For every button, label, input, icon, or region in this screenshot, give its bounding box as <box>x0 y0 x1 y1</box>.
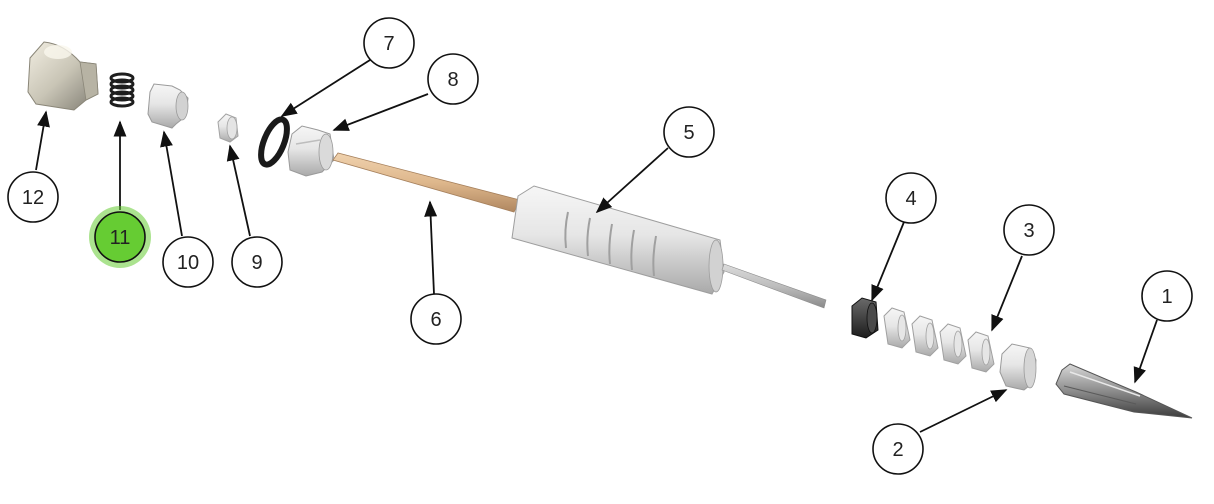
callout-8-circle <box>427 53 479 105</box>
callout-5-label: 5 <box>683 122 694 144</box>
leader-3 <box>991 255 1023 332</box>
callout-6-label: 6 <box>430 309 441 331</box>
part-5-body <box>511 185 827 309</box>
leader-6 <box>424 200 438 295</box>
callout-2: 2 <box>872 423 924 475</box>
callout-7-circle <box>363 17 415 69</box>
leader-5 <box>595 147 669 214</box>
callout-12-label: 12 <box>22 187 44 209</box>
callout-1-label: 1 <box>1161 286 1172 308</box>
leader-2 <box>919 389 1008 433</box>
callout-9-label: 9 <box>251 252 262 274</box>
leader-4 <box>871 221 905 302</box>
callout-7: 7 <box>363 17 415 69</box>
part-2-nozzle-nut <box>999 343 1037 391</box>
callout-2-circle <box>872 423 924 475</box>
callout-1: 1 <box>1141 270 1193 322</box>
callout-9-circle <box>231 236 283 288</box>
callout-3: 3 <box>1003 204 1055 256</box>
callout-10-circle <box>162 236 214 288</box>
callout-12: 12 <box>7 171 59 223</box>
leader-lines <box>35 59 1158 433</box>
part-3-washer-stack <box>883 307 995 373</box>
leader-8 <box>332 93 429 131</box>
leader-9 <box>226 144 251 237</box>
callout-12-circle <box>7 171 59 223</box>
part-4-nut <box>851 297 879 339</box>
callout-7-label: 7 <box>383 33 394 55</box>
part-6-rod <box>332 152 521 213</box>
callout-8: 8 <box>427 53 479 105</box>
callout-3-label: 3 <box>1023 220 1034 242</box>
callout-2-label: 2 <box>892 439 903 461</box>
leader-1 <box>1133 319 1158 384</box>
part-1-tip <box>1055 363 1193 419</box>
part-8-collar <box>287 125 335 177</box>
part-11-spring <box>109 72 135 108</box>
leader-10 <box>160 130 183 237</box>
callout-1-circle <box>1141 270 1193 322</box>
callout-6-circle <box>410 293 462 345</box>
callout-4-circle <box>885 172 937 224</box>
part-9-ring <box>217 113 239 143</box>
leader-7 <box>280 59 371 117</box>
callout-5: 5 <box>663 106 715 158</box>
callout-11-circle <box>94 211 146 263</box>
part-7-o-ring <box>258 116 290 168</box>
callout-11: 11 <box>89 206 151 268</box>
callout-6: 6 <box>410 293 462 345</box>
callout-8-label: 8 <box>447 69 458 91</box>
callout-5-circle <box>663 106 715 158</box>
leader-12 <box>35 110 50 171</box>
callout-10: 10 <box>162 236 214 288</box>
callout-9: 9 <box>231 236 283 288</box>
callout-10-label: 10 <box>177 252 199 274</box>
callout-4-label: 4 <box>905 188 916 210</box>
callout-3-circle <box>1003 204 1055 256</box>
part-10-bushing <box>147 83 189 129</box>
part-12-end-cap <box>27 41 99 111</box>
callout-4: 4 <box>885 172 937 224</box>
callout-11-label: 11 <box>110 227 131 249</box>
